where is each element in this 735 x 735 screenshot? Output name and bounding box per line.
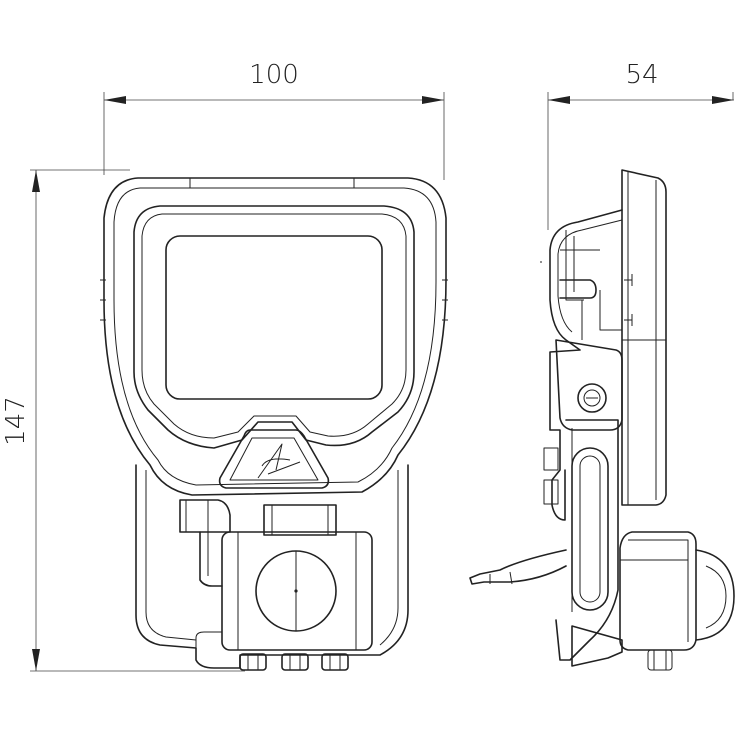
cable-gland-left — [179, 499, 231, 533]
width-dimension: 100 — [103, 60, 445, 180]
heatsink-body — [549, 209, 623, 521]
lower-housing — [555, 419, 619, 661]
front-view — [100, 177, 448, 671]
pivot-bolt — [577, 383, 607, 413]
control-knobs — [239, 653, 349, 671]
width-label: 100 — [249, 60, 299, 90]
logo-badge — [218, 429, 330, 489]
mount-block — [263, 504, 337, 536]
height-dimension: 147 — [1, 169, 245, 672]
side-view — [469, 169, 735, 671]
lens-window — [165, 235, 383, 400]
power-cable — [469, 549, 567, 585]
face-plate — [621, 169, 667, 506]
arrow-right-icon — [712, 96, 734, 104]
knob-3 — [321, 653, 349, 671]
height-label: 147 — [1, 396, 31, 446]
arrow-left-icon — [104, 96, 126, 104]
arrow-down-icon — [32, 649, 40, 671]
brand-logo-icon — [257, 443, 301, 479]
rear-housing — [135, 464, 409, 669]
arrow-left-icon — [548, 96, 570, 104]
side-slot — [571, 447, 609, 611]
pir-dome — [695, 549, 735, 641]
arrow-up-icon — [32, 170, 40, 192]
knob-1 — [239, 653, 267, 671]
knob-2 — [281, 653, 309, 671]
head-outer-frame — [103, 177, 447, 496]
pir-sensor-side — [619, 531, 697, 651]
depth-label: 54 — [625, 60, 658, 90]
inner-bezel — [133, 205, 415, 449]
pir-sensor-housing — [221, 531, 373, 651]
arrow-right-icon — [422, 96, 444, 104]
depth-dimension: 54 — [547, 60, 734, 230]
